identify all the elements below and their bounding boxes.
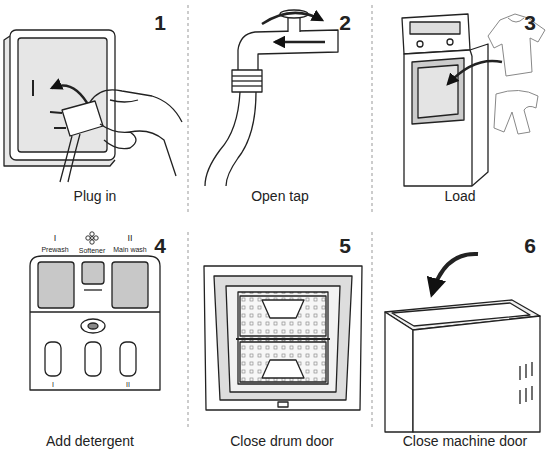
step-number: 3 bbox=[524, 12, 536, 33]
step-number: 4 bbox=[154, 235, 166, 256]
step-caption: Close drum door bbox=[230, 434, 334, 448]
step-number: 1 bbox=[154, 12, 166, 33]
tap-illustration bbox=[205, 10, 338, 186]
step-number: 5 bbox=[339, 235, 351, 256]
softener-symbol bbox=[86, 232, 98, 244]
slot-label: I bbox=[52, 381, 54, 388]
step-caption: Open tap bbox=[251, 189, 309, 203]
washer-open-illustration bbox=[402, 14, 502, 186]
drum-illustration bbox=[204, 266, 362, 410]
compartment-label: II bbox=[127, 234, 132, 243]
step-caption: Load bbox=[444, 189, 475, 203]
step-number: 2 bbox=[339, 12, 351, 33]
laundry-illustration bbox=[488, 14, 545, 134]
washer-closed-illustration bbox=[385, 254, 540, 432]
panel-divider bbox=[188, 5, 372, 430]
step-caption: Add detergent bbox=[46, 434, 134, 448]
step-caption: Close machine door bbox=[403, 434, 528, 448]
step-caption: Plug in bbox=[74, 189, 117, 203]
compartment-label: Softener bbox=[79, 247, 105, 254]
compartment-label: Prewash bbox=[41, 246, 68, 253]
dispenser-illustration bbox=[30, 232, 160, 390]
compartment-label: Main wash bbox=[113, 246, 146, 253]
socket-illustration bbox=[4, 30, 182, 182]
slot-label: II bbox=[126, 381, 130, 388]
compartment-label: I bbox=[54, 234, 57, 243]
step-number: 6 bbox=[524, 235, 536, 256]
